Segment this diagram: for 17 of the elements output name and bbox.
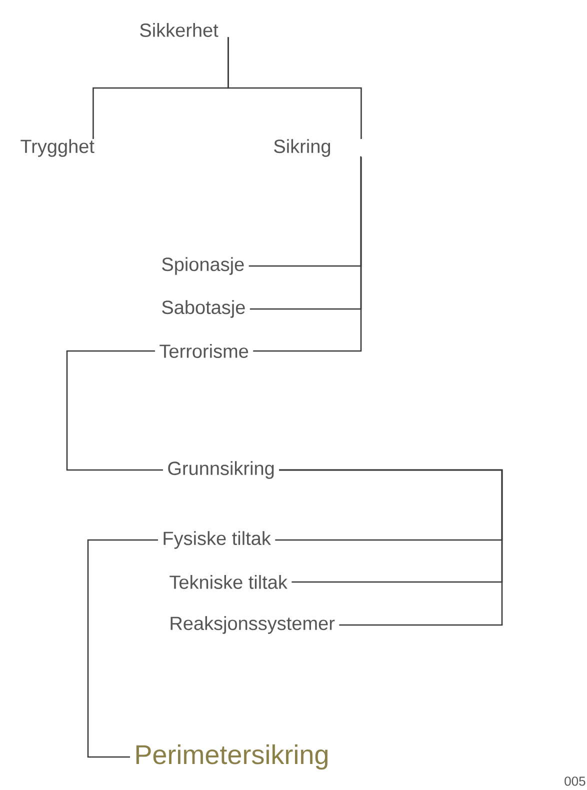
item-label: Reaksjonssystemer <box>170 616 335 634</box>
connector-line <box>253 156 362 352</box>
category-label: Trygghet <box>20 139 94 157</box>
item-label: Spionasje <box>162 257 244 275</box>
item-label: Terrorisme <box>160 344 248 358</box>
page-number: 005 <box>564 776 586 786</box>
heading-text: Sikkerhet <box>140 23 218 37</box>
item-label: Fysiske tiltak <box>164 531 271 549</box>
item-label: Sabotasje <box>162 300 245 318</box>
connector-line <box>87 539 158 758</box>
category-label: Grunnsikring <box>168 461 274 479</box>
connector-line <box>228 37 362 139</box>
connector-line <box>66 350 163 471</box>
item-label: Tekniske tiltak <box>170 575 288 589</box>
connector-line <box>279 469 503 626</box>
highlight-label: Perimetersikring <box>136 744 328 770</box>
category-label: Sikring <box>274 139 330 157</box>
